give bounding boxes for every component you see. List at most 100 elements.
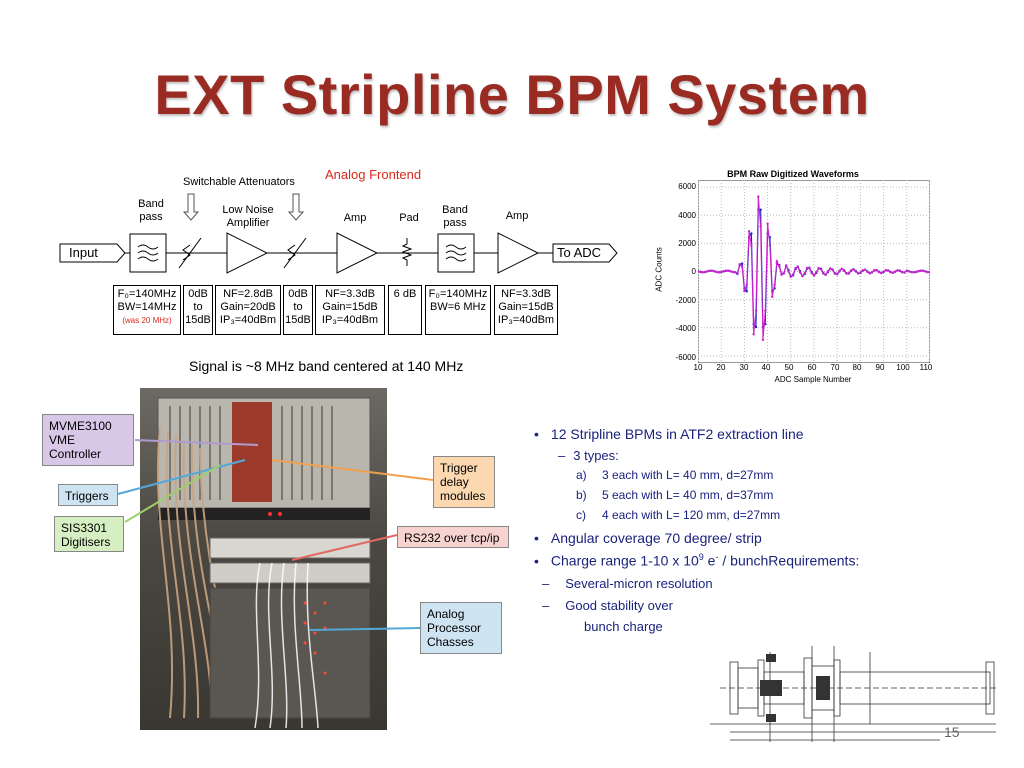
amp-2-triangle <box>498 233 538 273</box>
waveform-point <box>743 290 745 292</box>
xtick-label: 100 <box>893 363 913 372</box>
waveform-point <box>899 270 901 272</box>
waveform-point <box>850 269 852 271</box>
xtick-label: 80 <box>849 363 865 372</box>
xtick-label: 30 <box>736 363 752 372</box>
waveform-point <box>748 230 750 232</box>
spec-lna: NF=2.8dBGain=20dBIP₃=40dBm <box>215 285 281 335</box>
waveform-point <box>790 276 792 278</box>
waveform-point <box>773 284 775 286</box>
waveform-point <box>843 270 845 272</box>
waveform-point <box>922 270 924 272</box>
waveform-ylabel: ADC Counts <box>655 235 664 305</box>
spec-attenuator-2: 0dBto15dB <box>283 285 313 335</box>
waveform-point <box>783 272 785 274</box>
waveform-point <box>771 296 773 298</box>
waveform-point <box>892 271 894 273</box>
waveform-point <box>903 271 905 273</box>
waveform-point <box>845 272 847 274</box>
waveform-point <box>804 272 806 274</box>
waveform-point <box>736 272 738 274</box>
type-item-b: b)5 each with L= 40 mm, d=37mm <box>576 488 773 502</box>
waveform-point <box>797 266 799 268</box>
amp-1-triangle <box>337 233 377 273</box>
xtick-label: 90 <box>872 363 888 372</box>
waveform-point <box>785 265 787 267</box>
waveform-point <box>708 270 710 272</box>
xtick-label: 70 <box>827 363 843 372</box>
type-item-a: a)3 each with L= 40 mm, d=27mm <box>576 468 773 482</box>
waveform-point <box>739 263 741 265</box>
waveform-point <box>759 225 761 227</box>
waveform-point <box>880 272 882 274</box>
waveform-point <box>824 273 826 275</box>
spec-bandpass-1: F₀=140MHzBW=14MHz(was 20 MHz) <box>113 285 181 335</box>
waveform-point <box>776 260 778 262</box>
waveform-point <box>762 339 764 341</box>
waveform-point <box>822 272 824 274</box>
waveform-point <box>920 269 922 271</box>
waveform-plot: BPM Raw Digitized Waveforms ADC Counts A… <box>652 165 934 380</box>
xtick-label: 110 <box>916 363 936 372</box>
slide-title: EXT Stripline BPM System <box>0 62 1024 127</box>
rack-illustration <box>140 388 387 730</box>
waveform-point <box>713 270 715 272</box>
waveform-point <box>718 271 720 273</box>
waveform-point <box>896 269 898 271</box>
frontend-diagram: Analog Frontend Switchable Attenuators B… <box>55 160 635 375</box>
waveform-point <box>915 271 917 273</box>
rack-photo <box>140 388 387 730</box>
waveform-point <box>711 270 713 272</box>
waveform-point <box>741 262 743 264</box>
ytick-label: -2000 <box>664 296 696 305</box>
waveform-point <box>906 270 908 272</box>
xtick-label: 60 <box>804 363 820 372</box>
waveform-point <box>780 274 782 276</box>
waveform-point <box>831 269 833 271</box>
waveform-point <box>720 271 722 273</box>
waveform-axes <box>698 180 930 363</box>
waveform-point <box>778 265 780 267</box>
waveform-point <box>857 272 859 274</box>
waveform-point <box>787 270 789 272</box>
waveform-point <box>808 267 810 269</box>
waveform-point <box>725 270 727 272</box>
waveform-point <box>732 271 734 273</box>
bullet-stripline-count: •12 Stripline BPMs in ATF2 extraction li… <box>534 426 804 442</box>
waveform-point <box>706 270 708 272</box>
waveform-point <box>820 268 822 270</box>
waveform-point <box>885 269 887 271</box>
ytick-label: 6000 <box>664 182 696 191</box>
waveform-point <box>769 244 771 246</box>
page-number: 15 <box>944 724 960 740</box>
callout-rs232: RS232 over tcp/ip <box>397 526 509 548</box>
output-label: To ADC <box>557 245 601 260</box>
waveform-point <box>734 271 736 273</box>
waveform-point <box>908 270 910 272</box>
waveform-point <box>887 269 889 271</box>
bullet-charge-range: •Charge range 1-10 x 109 e- / bunchRequi… <box>534 552 859 569</box>
waveform-point <box>852 268 854 270</box>
xtick-label: 40 <box>758 363 774 372</box>
waveform-point <box>924 270 926 272</box>
xtick-label: 10 <box>690 363 706 372</box>
waveform-point <box>810 272 812 274</box>
waveform-point <box>729 270 731 272</box>
waveform-point <box>813 274 815 276</box>
waveform-point <box>838 269 840 271</box>
bullet-angular-coverage: •Angular coverage 70 degree/ strip <box>534 530 762 546</box>
input-label: Input <box>69 245 98 260</box>
signal-chain-svg <box>55 160 635 290</box>
waveform-point <box>841 268 843 270</box>
waveform-point <box>889 271 891 273</box>
type-item-c: c)4 each with L= 120 mm, d=27mm <box>576 508 780 522</box>
waveform-point <box>871 271 873 273</box>
waveform-point <box>855 270 857 272</box>
waveform-point <box>699 271 701 273</box>
waveform-point <box>764 310 766 312</box>
waveform-point <box>875 269 877 271</box>
